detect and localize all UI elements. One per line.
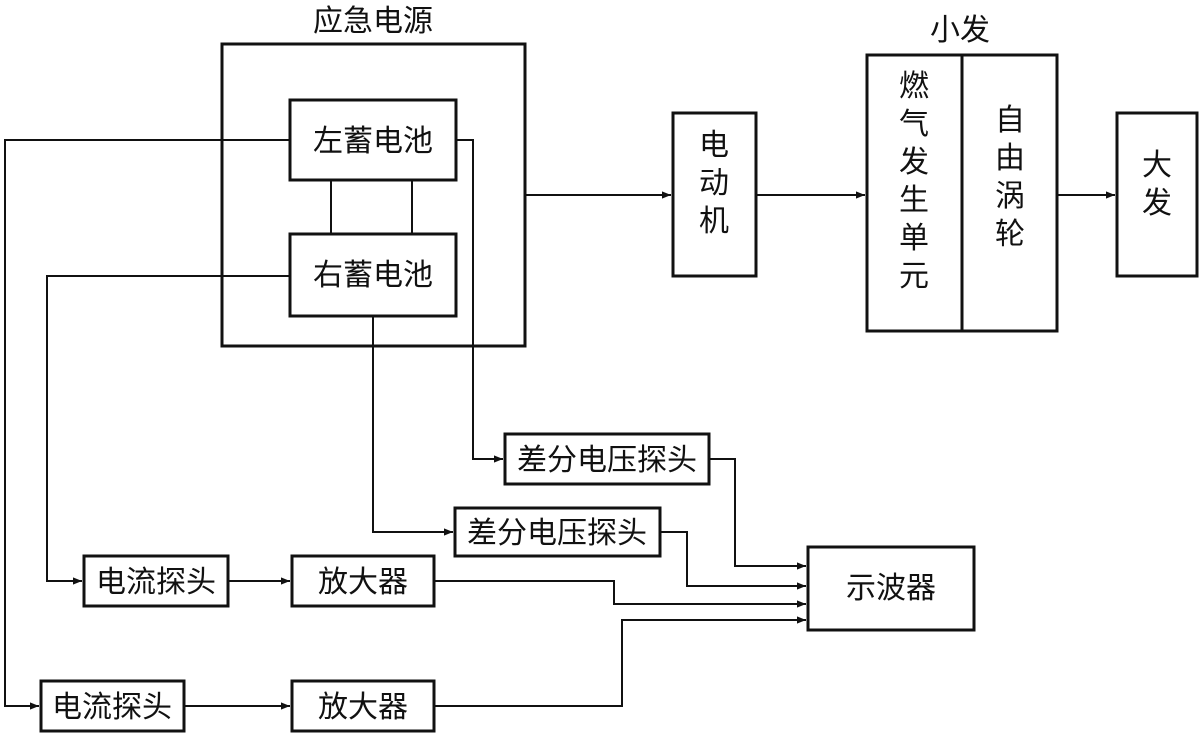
motor-label: 电动机 xyxy=(699,128,729,239)
diff-probe-2-label: 差分电压探头 xyxy=(467,516,647,551)
right-battery-to-current-probe-1 xyxy=(46,275,290,585)
emergency-power-title: 应急电源 xyxy=(313,4,433,39)
current-probe-1-box xyxy=(82,554,230,608)
amplifier-2-to-oscilloscope xyxy=(434,616,806,707)
current-probe-1-label: 电流探头 xyxy=(96,565,216,600)
diff-probe-1-box xyxy=(503,432,711,486)
right-battery-label: 右蓄电池 xyxy=(313,258,433,293)
left-battery-label: 左蓄电池 xyxy=(313,124,433,159)
current-probe-2-label: 电流探头 xyxy=(52,690,172,725)
small-engine-title: 小发 xyxy=(930,13,990,48)
right-battery-to-diff-probe-2 xyxy=(372,316,453,536)
free-turbine-label: 自由涡轮 xyxy=(995,103,1025,252)
current-probe-2-box xyxy=(39,679,186,733)
amplifier-1-to-oscilloscope xyxy=(434,580,806,608)
oscilloscope-label: 示波器 xyxy=(846,571,936,606)
gas-generator-label: 燃气发生单元 xyxy=(899,69,929,294)
amplifier-1-box xyxy=(290,554,436,608)
left-battery-to-diff-probe-1 xyxy=(456,139,503,463)
diff-probe-2-box xyxy=(453,506,662,558)
diff-probe-1-label: 差分电压探头 xyxy=(517,443,697,478)
diff-probe-2-to-oscilloscope xyxy=(660,531,806,590)
left-battery-to-current-probe-2 xyxy=(4,139,290,710)
diff-probe-1-to-oscilloscope xyxy=(709,458,806,570)
amplifier-1-label: 放大器 xyxy=(318,565,408,600)
oscilloscope-box xyxy=(806,545,976,632)
big-engine-label: 大发 xyxy=(1142,148,1172,221)
amplifier-2-label: 放大器 xyxy=(318,690,408,725)
left-battery-box xyxy=(288,98,458,182)
big-engine-box xyxy=(1115,111,1199,278)
